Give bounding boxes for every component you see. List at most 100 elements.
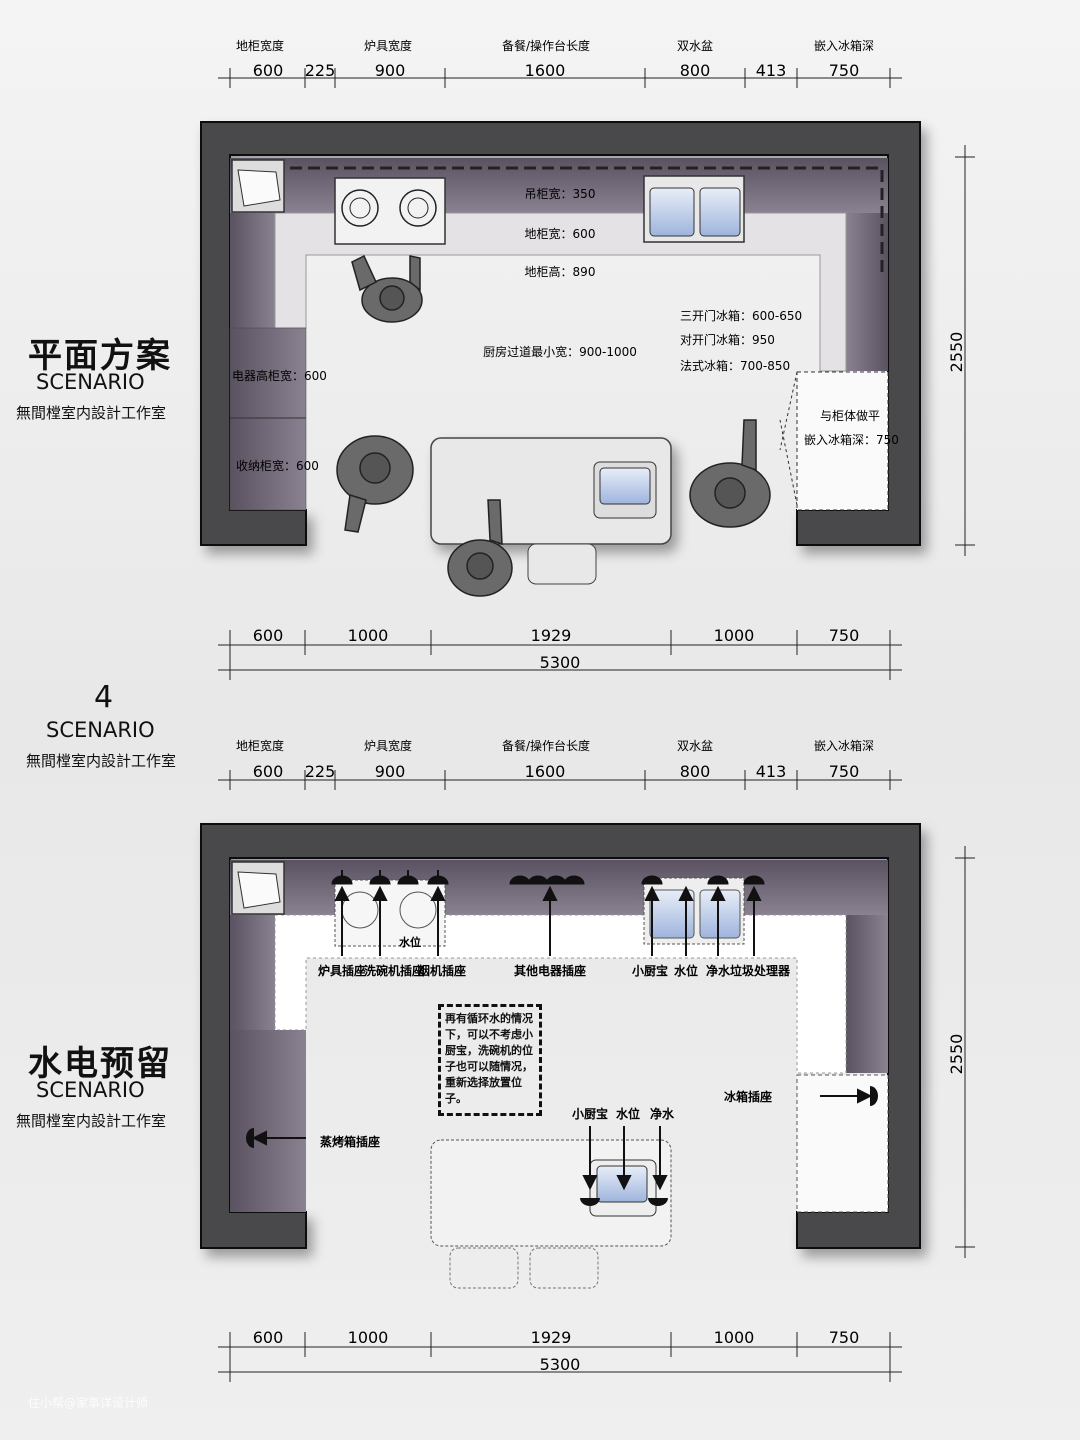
bottom-dimension-line xyxy=(218,630,902,680)
wall xyxy=(200,823,921,1249)
top-dimension-line xyxy=(218,770,902,790)
appliance-cabinet xyxy=(230,1030,306,1212)
dim-value: 1000 xyxy=(714,626,755,645)
bar-stool xyxy=(529,1247,599,1289)
utility-subtitle: SCENARIO xyxy=(36,1078,145,1102)
dim-value: 1600 xyxy=(525,61,566,80)
stove xyxy=(334,879,446,947)
person-figure xyxy=(447,499,513,597)
dim-value: 800 xyxy=(680,762,711,781)
dim-label: 备餐/操作台长度 xyxy=(502,738,590,753)
person-figure xyxy=(689,419,771,528)
note-text: 厨房过道最小宽：900-1000 xyxy=(483,344,637,359)
dim-value: 800 xyxy=(680,61,711,80)
dim-value: 900 xyxy=(375,61,406,80)
dim-label: 地柜宽度 xyxy=(236,738,284,753)
socket-label: 炉具插座 xyxy=(318,963,366,978)
bar-stool xyxy=(449,1247,519,1289)
dim-value: 600 xyxy=(253,61,284,80)
total-width: 5300 xyxy=(540,1355,581,1374)
dim-label: 备餐/操作台长度 xyxy=(502,38,590,53)
socket-label: 烟机插座 xyxy=(418,963,466,978)
wall xyxy=(200,121,921,546)
dim-value: 1000 xyxy=(348,1328,389,1347)
dim-label: 双水盆 xyxy=(677,39,713,53)
island-label: 净水 xyxy=(650,1106,675,1121)
wall-cabinet xyxy=(230,860,888,915)
dim-value: 1000 xyxy=(714,1328,755,1347)
fridge xyxy=(796,371,889,511)
appliance-cabinet xyxy=(229,327,307,511)
socket-label: 水位 xyxy=(674,963,698,978)
dim-label: 双水盆 xyxy=(677,739,713,753)
dim-value: 1929 xyxy=(531,626,572,645)
person-figure xyxy=(351,254,423,323)
dim-value: 225 xyxy=(305,762,336,781)
plan-studio: 無間樘室内設計工作室 xyxy=(16,404,167,422)
note-text: 嵌入冰箱深：750 xyxy=(804,432,899,447)
oven-socket-label: 蒸烤箱插座 xyxy=(320,1134,380,1149)
dim-label: 炉具宽度 xyxy=(364,738,412,753)
island-label: 小厨宝 xyxy=(572,1106,608,1121)
utility-studio: 無間樘室内設計工作室 xyxy=(16,1112,167,1130)
note-text: 地柜宽：600 xyxy=(525,226,596,241)
top-dimension-line xyxy=(218,68,902,88)
arrow-icon xyxy=(251,885,873,1191)
right-cabinet xyxy=(846,213,888,371)
note-text: 法式冰箱：700-850 xyxy=(680,358,790,373)
wall-cabinet xyxy=(230,158,888,213)
total-width: 5300 xyxy=(540,653,581,672)
dim-value: 600 xyxy=(253,762,284,781)
water-label: 水位 xyxy=(399,935,421,949)
dim-value: 600 xyxy=(253,626,284,645)
bottom-dimension-line xyxy=(218,1332,902,1382)
dim-label: 嵌入冰箱深 xyxy=(814,38,874,53)
dim-value: 900 xyxy=(375,762,406,781)
socket-label: 小厨宝 xyxy=(632,963,668,978)
socket-label: 其他电器插座 xyxy=(514,963,586,978)
stove xyxy=(334,177,446,245)
socket-label: 垃圾处理器 xyxy=(730,963,791,978)
note-text: 对开门冰箱：950 xyxy=(680,332,775,347)
person-figure xyxy=(336,435,414,533)
circulation-note: 再有循环水的情况下，可以不考虑小厨宝，洗碗机的位子也可以随情况，重新选择放置位子… xyxy=(438,1004,542,1116)
fridge-socket-label: 冰箱插座 xyxy=(724,1089,772,1104)
dim-value: 1600 xyxy=(525,762,566,781)
socket-label: 洗碗机插座 xyxy=(364,963,424,978)
dim-value: 750 xyxy=(829,1328,860,1347)
note-text: 收纳柜宽：600 xyxy=(236,458,319,473)
note-text: 三开门冰箱：600-650 xyxy=(680,308,802,323)
plan-title: 平面方案 xyxy=(28,336,172,376)
dim-value: 750 xyxy=(829,626,860,645)
socket-label: 净水 xyxy=(706,963,731,978)
height-dimension: 2550 xyxy=(947,332,966,373)
dim-value: 600 xyxy=(253,1328,284,1347)
socket-icon xyxy=(331,870,765,885)
dim-value: 750 xyxy=(829,61,860,80)
note-text: 地柜高：890 xyxy=(525,264,596,279)
note-text: 电器高柜宽：600 xyxy=(232,368,327,383)
section-subtitle: SCENARIO xyxy=(46,718,155,742)
dim-value: 413 xyxy=(756,61,787,80)
island-label: 水位 xyxy=(616,1106,640,1121)
utility-title: 水电预留 xyxy=(28,1044,172,1084)
dim-label: 炉具宽度 xyxy=(364,38,412,53)
dim-value: 750 xyxy=(829,762,860,781)
plan-subtitle: SCENARIO xyxy=(36,370,145,394)
dim-value: 413 xyxy=(756,762,787,781)
note-text: 与柜体做平 xyxy=(820,408,880,423)
right-cabinet xyxy=(846,915,888,1073)
section-studio: 無間樘室内設計工作室 xyxy=(26,752,177,770)
dim-value: 225 xyxy=(305,61,336,80)
bar-stool xyxy=(527,543,597,585)
socket-icon xyxy=(246,1086,878,1206)
note-text: 吊柜宽：350 xyxy=(525,186,596,201)
dim-value: 1000 xyxy=(348,626,389,645)
dim-label: 地柜宽度 xyxy=(236,38,284,53)
dim-label: 嵌入冰箱深 xyxy=(814,738,874,753)
dim-value: 1929 xyxy=(531,1328,572,1347)
height-dimension: 2550 xyxy=(947,1034,966,1075)
section-number: 4 xyxy=(94,680,114,715)
